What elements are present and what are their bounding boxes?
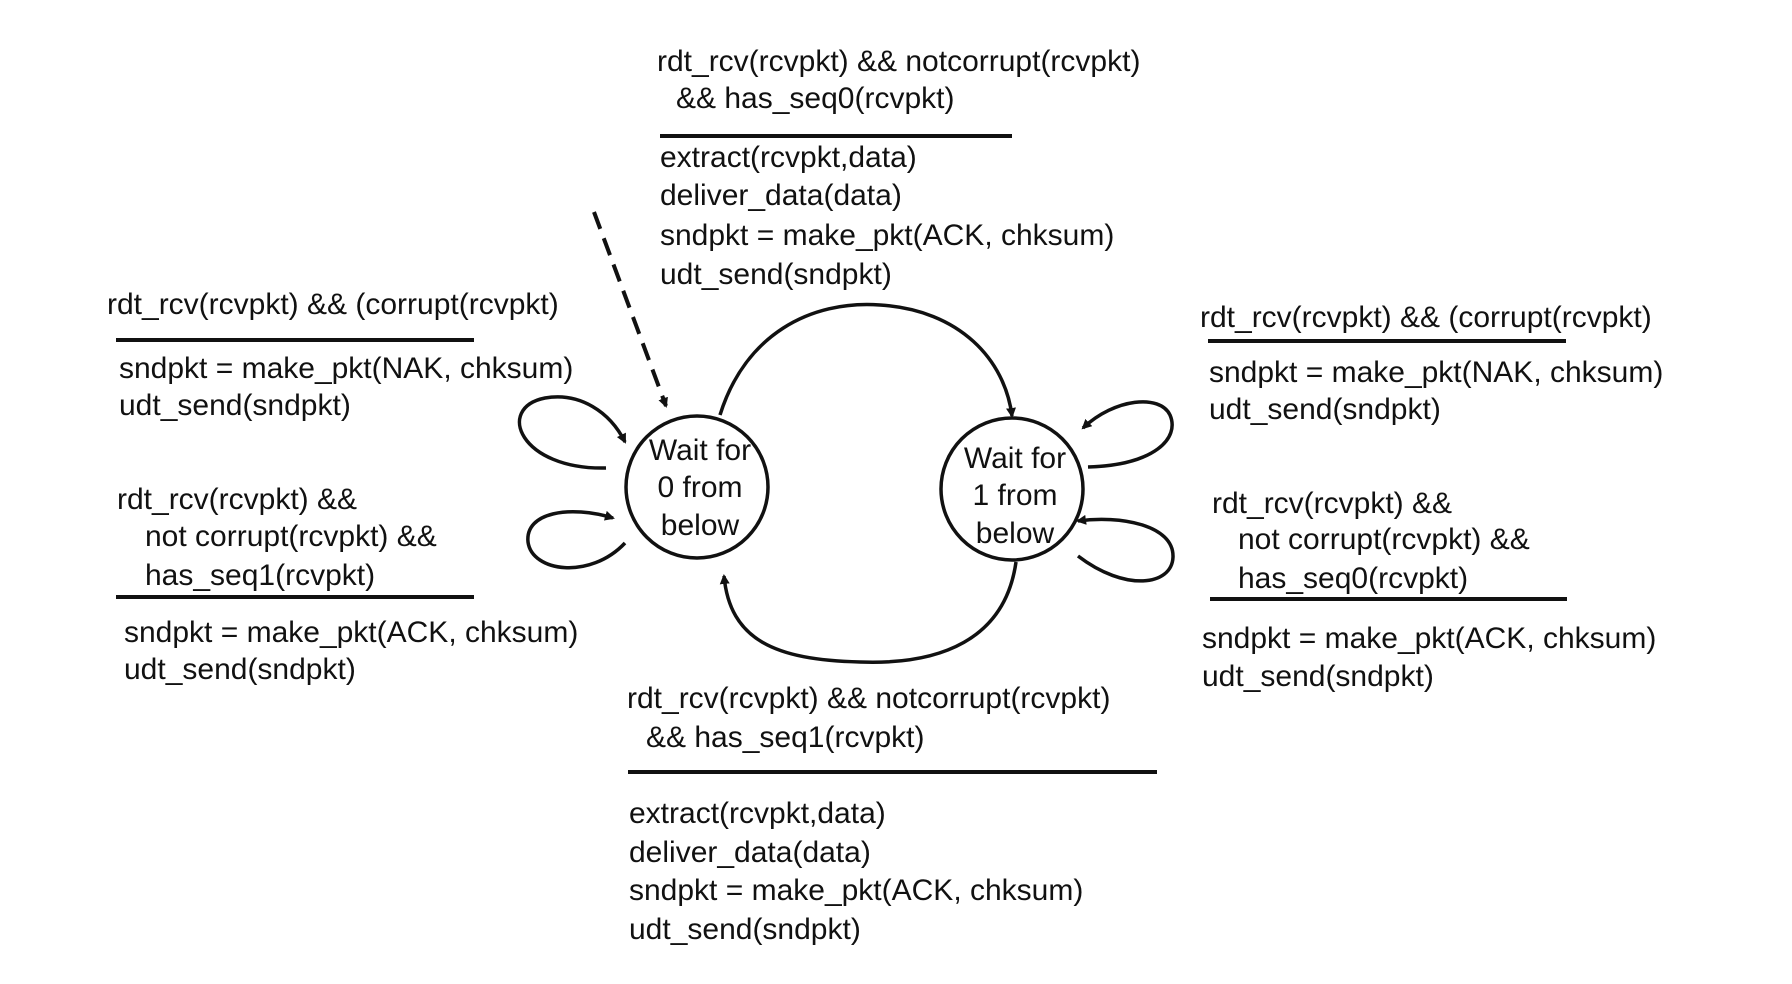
event-line: rdt_rcv(rcvpkt) && notcorrupt(rcvpkt) xyxy=(657,45,1140,78)
action-line: sndpkt = make_pkt(NAK, chksum) xyxy=(119,352,573,385)
state-label-line: below xyxy=(661,509,740,542)
action-line: sndpkt = make_pkt(ACK, chksum) xyxy=(124,616,578,649)
action-line: extract(rcvpkt,data) xyxy=(629,797,886,830)
action-line: udt_send(sndpkt) xyxy=(124,653,356,686)
event-line: rdt_rcv(rcvpkt) && xyxy=(1212,487,1452,520)
event-line: rdt_rcv(rcvpkt) && xyxy=(117,483,357,516)
transition-label-bottom: rdt_rcv(rcvpkt) && notcorrupt(rcvpkt) &&… xyxy=(627,682,1157,946)
event-line: && has_seq1(rcvpkt) xyxy=(646,721,924,754)
state-label-line: Wait for xyxy=(964,442,1066,475)
transition-label-left-upper: rdt_rcv(rcvpkt) && (corrupt(rcvpkt) sndp… xyxy=(107,288,573,422)
action-line: udt_send(sndpkt) xyxy=(1202,660,1434,693)
self-loop-0-lower xyxy=(526,510,627,570)
action-line: sndpkt = make_pkt(ACK, chksum) xyxy=(1202,622,1656,655)
action-line: extract(rcvpkt,data) xyxy=(660,141,917,174)
state-wait-for-1: Wait for 1 from below xyxy=(939,416,1085,562)
action-line: udt_send(sndpkt) xyxy=(660,258,892,291)
transition-label-left-lower: rdt_rcv(rcvpkt) && not corrupt(rcvpkt) &… xyxy=(116,483,578,686)
event-line: rdt_rcv(rcvpkt) && notcorrupt(rcvpkt) xyxy=(627,682,1110,715)
action-line: sndpkt = make_pkt(ACK, chksum) xyxy=(629,874,1083,907)
event-line: && has_seq0(rcvpkt) xyxy=(676,82,954,115)
event-line: not corrupt(rcvpkt) && xyxy=(145,520,437,553)
action-line: udt_send(sndpkt) xyxy=(119,389,351,422)
action-line: sndpkt = make_pkt(ACK, chksum) xyxy=(660,219,1114,252)
transition-arrow-0-to-1 xyxy=(718,302,1016,418)
event-line: has_seq0(rcvpkt) xyxy=(1238,562,1468,595)
event-line: not corrupt(rcvpkt) && xyxy=(1238,523,1530,556)
state-label-line: 0 from xyxy=(657,471,742,504)
transition-label-top: rdt_rcv(rcvpkt) && notcorrupt(rcvpkt) &&… xyxy=(657,45,1140,291)
state-label-line: Wait for xyxy=(649,434,751,467)
action-line: udt_send(sndpkt) xyxy=(1209,393,1441,426)
transition-label-right-upper: rdt_rcv(rcvpkt) && (corrupt(rcvpkt) sndp… xyxy=(1200,301,1663,426)
self-loop-1-upper xyxy=(1081,400,1174,469)
state-label-line: below xyxy=(976,517,1055,550)
state-label-line: 1 from xyxy=(972,479,1057,512)
action-line: deliver_data(data) xyxy=(660,179,902,212)
action-line: deliver_data(data) xyxy=(629,836,871,869)
transition-arrow-1-to-0 xyxy=(719,561,1018,664)
event-line: has_seq1(rcvpkt) xyxy=(145,559,375,592)
self-loop-1-lower xyxy=(1076,514,1175,583)
action-line: sndpkt = make_pkt(NAK, chksum) xyxy=(1209,356,1663,389)
transition-label-right-lower: rdt_rcv(rcvpkt) && not corrupt(rcvpkt) &… xyxy=(1202,487,1656,693)
initial-state-arrow xyxy=(592,211,668,408)
event-line: rdt_rcv(rcvpkt) && (corrupt(rcvpkt) xyxy=(1200,301,1652,334)
action-line: udt_send(sndpkt) xyxy=(629,913,861,946)
event-line: rdt_rcv(rcvpkt) && (corrupt(rcvpkt) xyxy=(107,288,559,321)
state-wait-for-0: Wait for 0 from below xyxy=(624,414,770,560)
self-loop-0-upper xyxy=(517,395,627,470)
